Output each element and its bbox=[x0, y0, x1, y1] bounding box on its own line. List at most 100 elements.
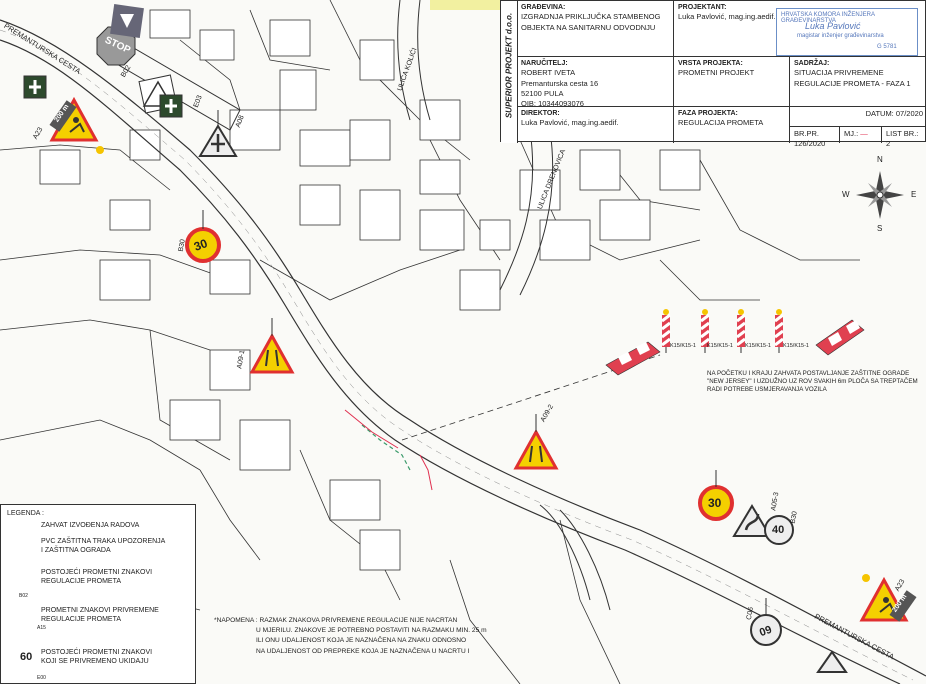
roadwork-sign-top-left bbox=[49, 96, 104, 154]
narucitelj-line: ROBERT IVETA bbox=[521, 68, 576, 78]
title-block: SUPERIOR PROJEKT d.o.o. GRAĐEVINA: IZGRA… bbox=[500, 0, 926, 148]
panel-label-1: K15/K15-1 bbox=[670, 343, 696, 349]
cell-direktor: DIREKTOR: Luka Pavlović, mag.ing.aedif. bbox=[517, 107, 674, 143]
new-jersey-barriers bbox=[605, 319, 865, 376]
legend-item-work: ZAHVAT IZVOĐENJA RADOVA bbox=[41, 522, 140, 529]
speed-limit-40-sign bbox=[764, 515, 794, 545]
list-label: LIST BR.: bbox=[886, 129, 919, 138]
narucitelj-line: OIB: 10344093076 bbox=[521, 98, 584, 108]
vrsta-value: PROMETNI PROJEKT bbox=[678, 68, 755, 78]
compass-e: E bbox=[911, 190, 917, 199]
legend-code-b02: B02 bbox=[19, 593, 28, 599]
priority-road-sign-1 bbox=[23, 75, 47, 99]
projektant-value: Luka Pavlović, mag.ing.aedif. bbox=[678, 12, 776, 22]
engineer-stamp: HRVATSKA KOMORA INŽENJERA GRAĐEVINARSTVA… bbox=[776, 8, 918, 56]
cell-datum: DATUM: 07/2020 bbox=[790, 107, 926, 127]
cell-projektant: PROJEKTANT: Luka Pavlović, mag.ing.aedif… bbox=[674, 1, 926, 57]
stamp-number: G 5781 bbox=[877, 44, 897, 50]
priority-road-sign-2 bbox=[159, 94, 183, 118]
speed-30-text-2: 30 bbox=[708, 496, 722, 510]
mj-label: MJ.: bbox=[844, 129, 859, 138]
brpr-value: 126/2020 bbox=[794, 139, 826, 149]
panel-label-2: K15/K15-1 bbox=[707, 343, 733, 349]
legend-item-existing: POSTOJEĆI PROMETNI ZNAKOVI bbox=[41, 569, 153, 576]
gradevina-label: GRAĐEVINA: bbox=[521, 4, 566, 11]
compass-s: S bbox=[877, 224, 883, 233]
note: *NAPOMENA : RAZMAK ZNAKOVA PRIVREMENE RE… bbox=[214, 616, 487, 657]
crossroad-warning-sign bbox=[198, 124, 238, 157]
cell-brpr: BR.PR. 126/2020 bbox=[790, 127, 840, 148]
sadrzaj-value: SITUACIJA PRIVREMENE REGULACIJE PROMETA … bbox=[794, 68, 911, 88]
vrsta-label: VRSTA PROJEKTA: bbox=[678, 60, 743, 67]
cell-gradevina: GRAĐEVINA: IZGRADNJA PRIKLJUČKA STAMBENO… bbox=[517, 1, 674, 57]
list-value: 2 bbox=[886, 139, 891, 149]
side-streets bbox=[109, 0, 611, 611]
panel-label-4: K15/K15-1 bbox=[783, 343, 809, 349]
legend-item-removed: POSTOJEĆI PROMETNI ZNAKOVI bbox=[41, 649, 153, 656]
buildings bbox=[39, 9, 701, 571]
direktor-label: DIREKTOR: bbox=[521, 110, 560, 117]
barrier-note-line: "NEW JERSEY" I UZDUŽNO UZ ROV SVAKIH 6m … bbox=[707, 378, 918, 386]
narucitelj-line: Premanturska cesta 16 bbox=[521, 78, 599, 88]
note-label: *NAPOMENA : bbox=[214, 617, 258, 624]
road-narrows-sign bbox=[249, 332, 295, 374]
cell-list: LIST BR.: 2 bbox=[882, 127, 926, 148]
curve-warning-sign bbox=[732, 504, 772, 537]
legend-item-temporary-2: REGULACIJE PROMETA bbox=[41, 616, 121, 623]
company-name: SUPERIOR PROJEKT d.o.o. bbox=[504, 12, 514, 119]
narucitelj-line: 52100 PULA bbox=[521, 88, 564, 98]
legend-code-e00: E00 bbox=[37, 675, 46, 681]
legend-code-a15: A15 bbox=[37, 625, 46, 631]
legend-stop-text: STOP bbox=[15, 572, 40, 582]
compass-w: W bbox=[842, 190, 850, 199]
barrier-note: NA POČETKU I KRAJU ZAHVATA POSTAVLJANJE … bbox=[707, 370, 918, 394]
cell-narucitelj: NARUČITELJ: ROBERT IVETA Premanturska ce… bbox=[517, 57, 674, 108]
legend-item-existing-2: REGULACIJE PROMETA bbox=[41, 578, 121, 585]
k15-panels bbox=[661, 309, 784, 353]
note-line: NA UDALJENOST OD PREPREKE KOJA JE NAZNAČ… bbox=[256, 647, 470, 655]
cell-mj: MJ.: — bbox=[840, 127, 882, 143]
legend-item-tape: PVC ZAŠTITNA TRAKA UPOZORENJA bbox=[41, 538, 166, 545]
legend-item-removed-2: KOJI SE PRIVREMENO UKIDAJU bbox=[41, 658, 149, 665]
work-zone bbox=[344, 354, 661, 491]
road-narrows-sign-2 bbox=[513, 428, 559, 470]
legend-60-text: 60 bbox=[20, 651, 33, 663]
cell-sadrzaj: SADRŽAJ: SITUACIJA PRIVREMENE REGULACIJE… bbox=[790, 57, 926, 107]
note-line-1: *NAPOMENA : RAZMAK ZNAKOVA PRIVREMENE RE… bbox=[214, 616, 487, 626]
speed-40-text: 40 bbox=[772, 524, 785, 536]
cell-faza: FAZA PROJEKTA: REGULACIJA PROMETA bbox=[674, 107, 790, 143]
note-line: U MJERILU. ZNAKOVE JE POTREBNO POSTAVITI… bbox=[256, 627, 487, 635]
faza-label: FAZA PROJEKTA: bbox=[678, 110, 738, 117]
highlight-strip bbox=[430, 0, 530, 10]
roadwork-sign-bottom-right bbox=[859, 574, 917, 622]
stamp-name: Luka Pavlović bbox=[805, 21, 861, 31]
cell-vrsta: VRSTA PROJEKTA: PROMETNI PROJEKT bbox=[674, 57, 790, 107]
compass-rose bbox=[856, 171, 904, 219]
note-text: RAZMAK ZNAKOVA PRIVREMENE REGULACIJE NIJ… bbox=[259, 617, 458, 624]
yield-sign bbox=[816, 650, 848, 673]
panel-label-3: K15/K15-1 bbox=[745, 343, 771, 349]
datum-label: DATUM: bbox=[865, 109, 894, 118]
pedestrian-sign-top bbox=[110, 4, 144, 38]
barrier-note-line: NA POČETKU I KRAJU ZAHVATA POSTAVLJANJE … bbox=[707, 370, 910, 377]
stamp-line1: HRVATSKA KOMORA INŽENJERA GRAĐEVINARSTVA bbox=[781, 12, 875, 24]
parcels bbox=[0, 0, 860, 684]
sign-pointers bbox=[202, 110, 767, 615]
brpr-label: BR.PR. bbox=[794, 129, 820, 138]
direktor-value: Luka Pavlović, mag.ing.aedif. bbox=[521, 118, 619, 128]
datum-value: 07/2020 bbox=[895, 109, 923, 118]
main-road bbox=[0, 19, 926, 684]
legend-item-temporary: PROMETNI ZNAKOVI PRIVREMENE bbox=[41, 607, 159, 614]
compass-n: N bbox=[877, 155, 883, 164]
company-logo: SUPERIOR PROJEKT d.o.o. bbox=[501, 1, 518, 143]
narucitelj-label: NARUČITELJ: bbox=[521, 60, 568, 67]
legend: LEGENDA : ZAHVAT IZVOĐENJA RADOVA PVC ZA… bbox=[0, 504, 196, 684]
legend-title: LEGENDA : bbox=[7, 510, 44, 517]
stamp-title: magistar inženjer građevinarstva bbox=[797, 33, 884, 39]
faza-value: REGULACIJA PROMETA bbox=[678, 118, 764, 128]
note-line: ILI ONU UDALJENOST KOJA JE NAZNAČENA NA … bbox=[256, 637, 467, 645]
legend-item-tape-2: I ZAŠTITNA OGRADA bbox=[41, 547, 111, 554]
gradevina-value: IZGRADNJA PRIKLJUČKA STAMBENOG OBJEKTA N… bbox=[521, 12, 661, 32]
projektant-label: PROJEKTANT: bbox=[678, 4, 727, 11]
